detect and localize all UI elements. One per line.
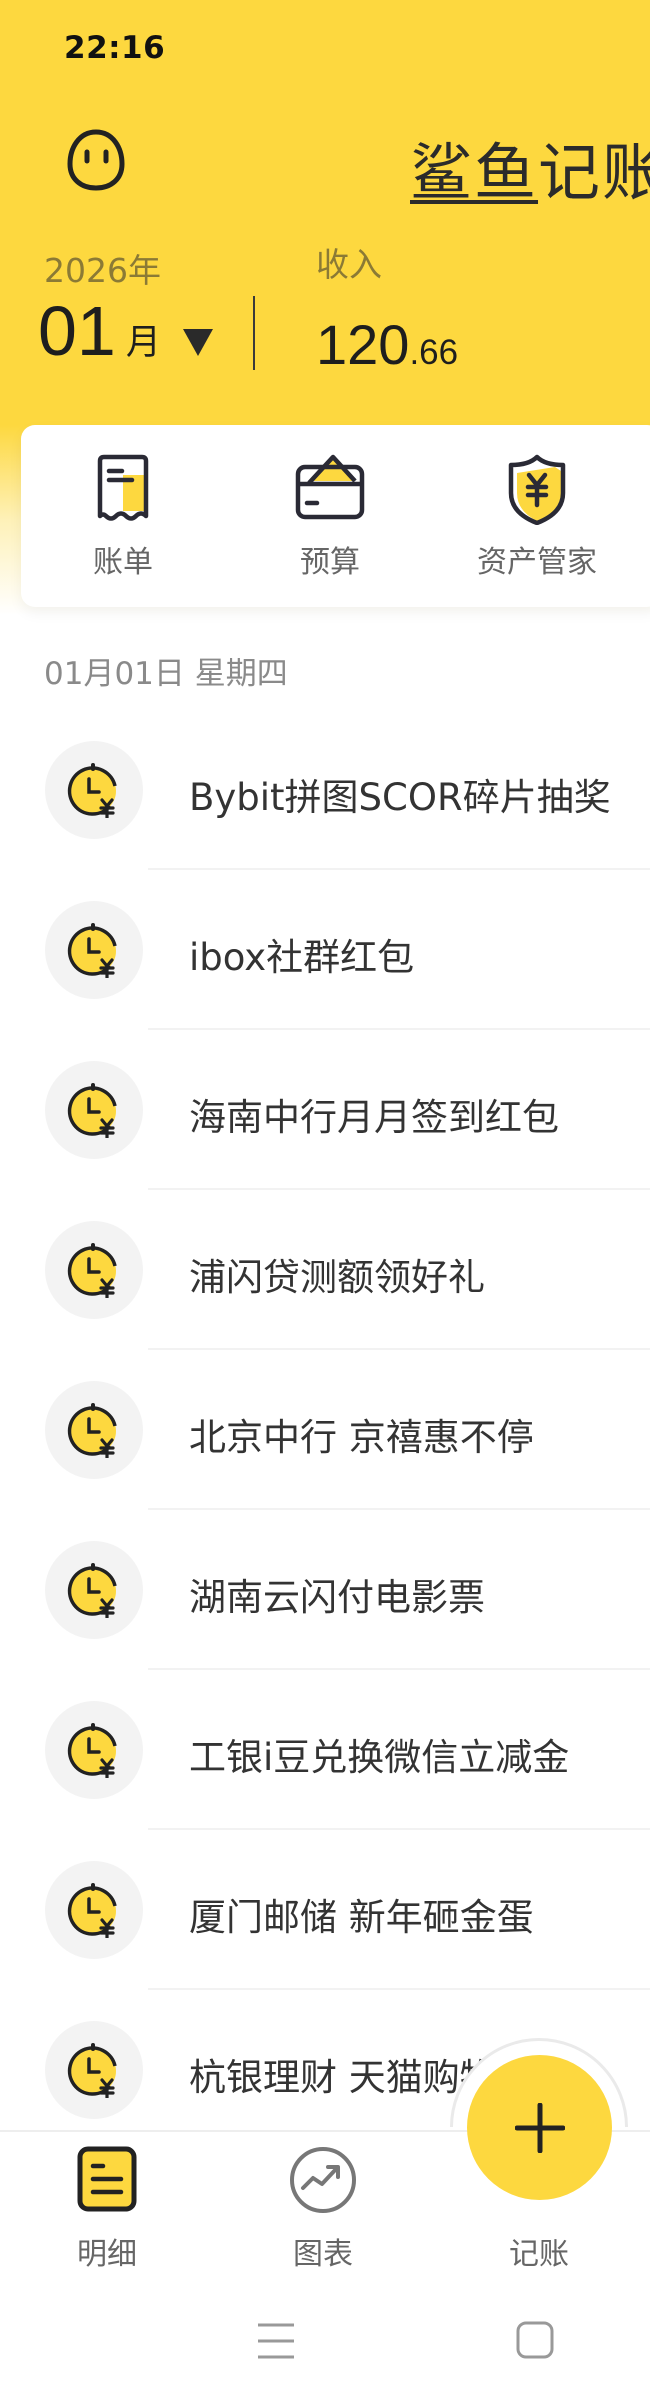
system-navigation-bar bbox=[0, 2285, 650, 2407]
quick-action-assets[interactable]: 资产管家 bbox=[447, 425, 627, 607]
app-title-part1: 鲨鱼 bbox=[410, 136, 539, 209]
nav-home-button[interactable] bbox=[516, 2321, 556, 2361]
clock-yen-icon bbox=[67, 763, 117, 818]
quick-actions-card: 账单 预算 资产管家 bbox=[21, 425, 650, 607]
record-icon-container bbox=[45, 741, 143, 839]
record-item[interactable]: 湖南云闪付电影票 bbox=[0, 1510, 650, 1670]
clock-yen-icon bbox=[67, 2043, 117, 2098]
record-item[interactable]: 工银i豆兑换微信立减金 bbox=[0, 1670, 650, 1830]
record-item[interactable]: ibox社群红包 bbox=[0, 870, 650, 1030]
year-label: 2026年 bbox=[44, 251, 161, 290]
tab-detail[interactable]: 明细 bbox=[27, 2132, 187, 2282]
income-integer: 120 bbox=[316, 313, 410, 376]
record-icon-container bbox=[45, 1381, 143, 1479]
record-title: ibox社群红包 bbox=[189, 936, 415, 979]
profile-smiley-button[interactable] bbox=[66, 128, 126, 192]
divider bbox=[148, 1668, 650, 1670]
quick-action-label: 资产管家 bbox=[477, 545, 597, 580]
record-icon-container bbox=[45, 901, 143, 999]
clock-yen-icon bbox=[67, 1563, 117, 1618]
record-title: 浦闪贷测额领好礼 bbox=[189, 1256, 485, 1299]
record-icon-container bbox=[45, 2021, 143, 2119]
income-value: 120.66 bbox=[316, 312, 458, 377]
record-icon-container bbox=[45, 1861, 143, 1959]
income-label: 收入 bbox=[316, 245, 382, 284]
divider bbox=[148, 1028, 650, 1030]
quick-action-label: 账单 bbox=[93, 545, 153, 580]
status-bar-time: 22:16 bbox=[64, 30, 166, 66]
tab-record[interactable]: 记账 bbox=[459, 2132, 619, 2282]
divider bbox=[148, 868, 650, 870]
receipt-icon bbox=[97, 454, 149, 521]
record-title: 北京中行 京禧惠不停 bbox=[189, 1416, 534, 1459]
record-item[interactable]: 浦闪贷测额领好礼 bbox=[0, 1190, 650, 1350]
record-title: 厦门邮储 新年砸金蛋 bbox=[189, 1896, 534, 1939]
divider bbox=[148, 1188, 650, 1190]
clock-yen-icon bbox=[67, 1883, 117, 1938]
home-square-icon bbox=[516, 2321, 554, 2359]
record-icon-container bbox=[45, 1701, 143, 1799]
trend-chart-icon bbox=[290, 2147, 356, 2213]
divider bbox=[148, 1988, 650, 1990]
record-title: 工银i豆兑换微信立减金 bbox=[189, 1736, 570, 1779]
record-item[interactable]: 杭银理财 天猫购物 bbox=[0, 1990, 650, 2150]
record-title: 杭银理财 天猫购物 bbox=[189, 2056, 497, 2099]
clock-yen-icon bbox=[67, 1243, 117, 1298]
record-title: 湖南云闪付电影票 bbox=[189, 1576, 485, 1619]
app-title-logo: 鲨鱼记账 bbox=[410, 122, 650, 212]
clock-yen-icon bbox=[67, 1083, 117, 1138]
quick-action-bill[interactable]: 账单 bbox=[33, 425, 213, 607]
plus-icon bbox=[515, 2103, 565, 2153]
record-icon-container bbox=[45, 1061, 143, 1159]
record-list: Bybit拼图SCOR碎片抽奖 ibox社群红包 海南中行月月签 bbox=[0, 710, 650, 2150]
date-group-header: 01月01日 星期四 bbox=[44, 656, 288, 692]
record-icon-container bbox=[45, 1541, 143, 1639]
quick-action-label: 预算 bbox=[300, 545, 360, 580]
record-item[interactable]: 厦门邮储 新年砸金蛋 bbox=[0, 1830, 650, 1990]
app-title-part2: 记账 bbox=[538, 136, 650, 209]
header-divider bbox=[253, 296, 255, 370]
clock-yen-icon bbox=[67, 1403, 117, 1458]
quick-action-budget[interactable]: 预算 bbox=[240, 425, 420, 607]
month-number: 01 bbox=[38, 292, 116, 370]
shield-yen-icon bbox=[508, 454, 566, 525]
divider bbox=[148, 1828, 650, 1830]
month-unit: 月 bbox=[125, 323, 161, 363]
clock-yen-icon bbox=[67, 923, 117, 978]
divider bbox=[148, 1508, 650, 1510]
tab-label: 明细 bbox=[77, 2237, 137, 2272]
tab-label: 图表 bbox=[293, 2237, 353, 2272]
record-item[interactable]: 北京中行 京禧惠不停 bbox=[0, 1350, 650, 1510]
smiley-face-icon bbox=[67, 129, 125, 191]
tab-label: 记账 bbox=[509, 2237, 569, 2272]
caret-down-icon bbox=[182, 329, 213, 356]
nav-menu-button[interactable] bbox=[257, 2321, 297, 2361]
tab-chart[interactable]: 图表 bbox=[243, 2132, 403, 2282]
detail-list-icon bbox=[77, 2146, 137, 2212]
record-title: Bybit拼图SCOR碎片抽奖 bbox=[189, 776, 611, 819]
divider bbox=[148, 1348, 650, 1350]
menu-icon bbox=[258, 2323, 294, 2359]
month-picker[interactable]: 01 月 bbox=[38, 296, 213, 366]
add-record-button[interactable] bbox=[467, 2055, 612, 2200]
clock-yen-icon bbox=[67, 1723, 117, 1778]
record-title: 海南中行月月签到红包 bbox=[189, 1096, 559, 1139]
record-icon-container bbox=[45, 1221, 143, 1319]
wallet-icon bbox=[295, 454, 365, 520]
record-item[interactable]: 海南中行月月签到红包 bbox=[0, 1030, 650, 1190]
income-decimal: .66 bbox=[409, 333, 459, 372]
record-item[interactable]: Bybit拼图SCOR碎片抽奖 bbox=[0, 710, 650, 870]
